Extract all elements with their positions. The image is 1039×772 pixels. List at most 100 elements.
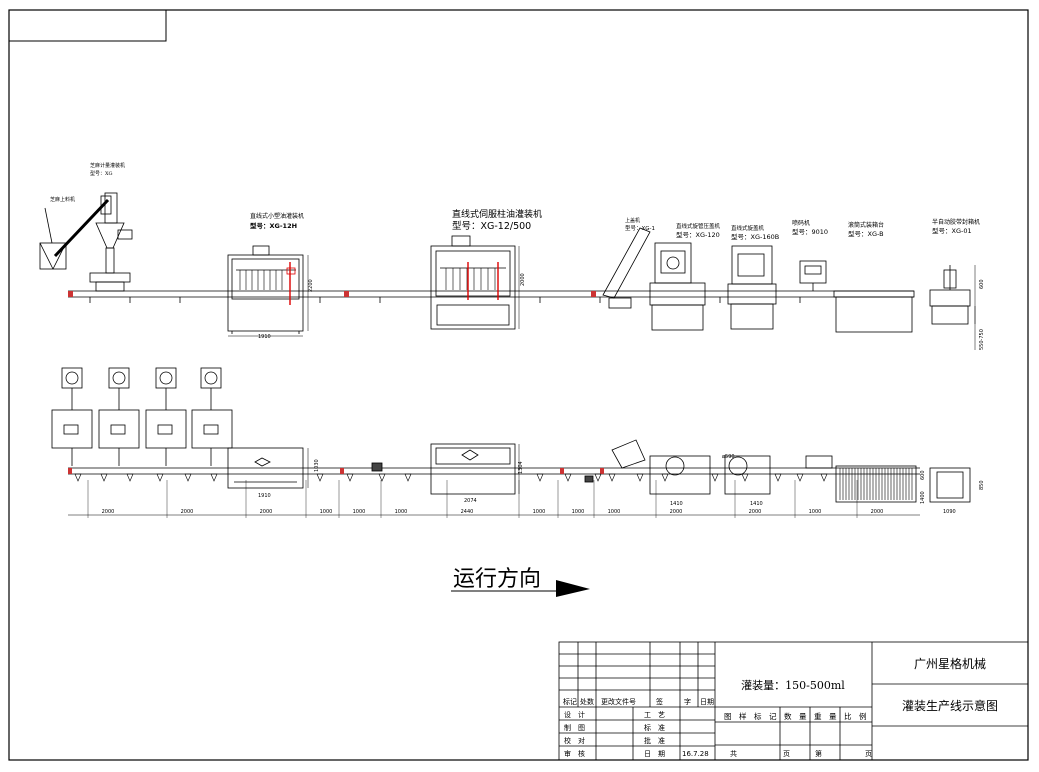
sheet-no-label: 第: [815, 749, 822, 758]
segment-dimension: 2000: [181, 509, 194, 515]
label-powder-feeder: 芝麻上料机: [50, 196, 75, 203]
model-packing-table: 型号：XG-B: [848, 229, 884, 238]
support-triangle: [126, 473, 134, 482]
row-date: 日 期: [644, 750, 665, 758]
model-filler-1: 型号：XG-12H: [250, 221, 297, 230]
segment-dimension: 1000: [608, 509, 621, 515]
row-review: 审 核: [564, 749, 585, 758]
support-triangle: [594, 473, 602, 482]
segment-dimension: 2000: [260, 509, 273, 515]
support-triangle: [661, 473, 669, 482]
grid-header-char: 量: [799, 712, 807, 721]
model-powder-filler: 型号：XG: [90, 170, 113, 177]
labels: 芝麻上料机 芝麻计量灌装机 型号：XG 直线式小塑油灌装机 型号：XG-12H …: [50, 162, 998, 758]
dim-plan-filler2-w: 2074: [464, 498, 477, 504]
model-sealer: 型号：XG-01: [932, 226, 972, 235]
segment-dimension: 1000: [395, 509, 408, 515]
label-filler-1: 直线式小塑油灌装机: [250, 212, 304, 220]
grid-header-char: 比: [844, 711, 852, 721]
drawing-frame: [8, 9, 1029, 761]
fill-capacity: 灌装量：150-500ml: [741, 679, 845, 692]
rev-h5: 日期: [700, 698, 714, 706]
label-coder: 喷码机: [792, 219, 810, 227]
dim-plan-sealer-w: 1090: [943, 509, 956, 515]
support-triangle: [608, 473, 616, 482]
support-triangle: [156, 473, 164, 482]
label-cap-feeder: 上盖机: [625, 217, 640, 224]
support-triangle: [774, 473, 782, 482]
rev-h3: 签: [656, 697, 663, 706]
segment-dimension: 2000: [102, 509, 115, 515]
support-triangle: [636, 473, 644, 482]
row-approve: 批 准: [644, 736, 665, 745]
segment-dimension: 2000: [749, 509, 762, 515]
support-triangle: [564, 473, 572, 482]
grid-header-char: 数: [784, 711, 792, 721]
dim-side-filler1-w: 1910: [258, 334, 271, 340]
support-triangle: [184, 473, 192, 482]
grid-header-char: 重: [814, 712, 822, 721]
dim-plan-filler1-d: 1030: [314, 459, 320, 472]
segment-dimension: 1000: [533, 509, 546, 515]
segment-dimension: 2440: [461, 509, 474, 515]
row-process: 工 艺: [644, 711, 665, 719]
label-capper-2: 直线式旋盖机: [731, 224, 765, 232]
support-triangle: [536, 473, 544, 482]
segment-dimension: 1000: [320, 509, 333, 515]
dim-side-sealer-h: 600: [979, 279, 985, 289]
segment-dimension: 1000: [353, 509, 366, 515]
company-name: 广州星格机械: [914, 656, 986, 671]
sheet-page-label-2: 页: [865, 750, 872, 758]
row-check: 校 对: [564, 736, 585, 745]
support-triangle: [378, 473, 386, 482]
label-capper-1: 直线式旋管压盖机: [676, 222, 721, 230]
support-triangle: [100, 473, 108, 482]
dim-plan-filler2-d: 1304: [518, 461, 524, 474]
rev-h2: 更改文件号: [601, 697, 636, 706]
support-triangle: [711, 473, 719, 482]
model-capper-1: 型号：XG-120: [676, 230, 720, 239]
support-triangle: [741, 473, 749, 482]
rev-h0: 标记: [563, 697, 577, 706]
grid-header-char: 记: [769, 712, 777, 721]
support-triangle: [796, 473, 804, 482]
dim-side-height-range: 550-750: [979, 329, 985, 350]
grid-header-char: 图: [724, 712, 732, 721]
sheet-page-label-1: 页: [783, 750, 790, 758]
model-capper-2: 型号：XG-160B: [731, 232, 779, 241]
grid-header-char: 例: [859, 711, 867, 721]
support-triangle: [74, 473, 82, 482]
segment-dimension: 1000: [572, 509, 585, 515]
dim-plan-side-b: 1400: [920, 491, 926, 504]
row-design: 设 计: [564, 710, 585, 719]
corner-box: [8, 9, 167, 42]
row-standard: 标 准: [644, 723, 665, 732]
grid-header-char: 样: [739, 711, 747, 721]
sheet-total-label: 共: [730, 749, 737, 758]
model-filler-2: 型号：XG-12/500: [452, 221, 531, 232]
segment-labels: 2000 2000 2000 1000 1000 1000 2440 1000 1000 1000…: [87, 480, 884, 518]
segment-dimension: 2000: [871, 509, 884, 515]
direction-label: 运行方向: [453, 567, 541, 592]
support-triangle: [820, 473, 828, 482]
dim-side-filler2-h: 2000: [520, 273, 526, 286]
support-triangle: [404, 473, 412, 482]
model-cap-feeder: 型号：XG-1: [625, 224, 655, 232]
rev-h1: 处数: [580, 697, 594, 706]
model-coder: 型号：9010: [792, 227, 828, 236]
label-packing-table: 滚筒式装箱台: [848, 221, 884, 229]
label-sealer: 半自动胶带封箱机: [932, 218, 980, 226]
plan-view: [51, 367, 971, 516]
dim-plan-sealer-d: 850: [979, 480, 985, 490]
grid-header-char: 标: [754, 711, 762, 721]
dim-plan-capper2-w: 1410: [750, 501, 763, 507]
dim-plan-capper-dia: ø590: [722, 454, 735, 460]
support-triangle: [316, 473, 324, 482]
direction-arrow-icon: [556, 580, 590, 597]
grid-header-char: 量: [829, 712, 837, 721]
rev-h4: 字: [684, 697, 691, 706]
side-view: [39, 192, 976, 350]
dim-side-filler1-h: 2200: [308, 279, 314, 292]
label-powder-filler: 芝麻计量灌装机: [90, 162, 125, 169]
